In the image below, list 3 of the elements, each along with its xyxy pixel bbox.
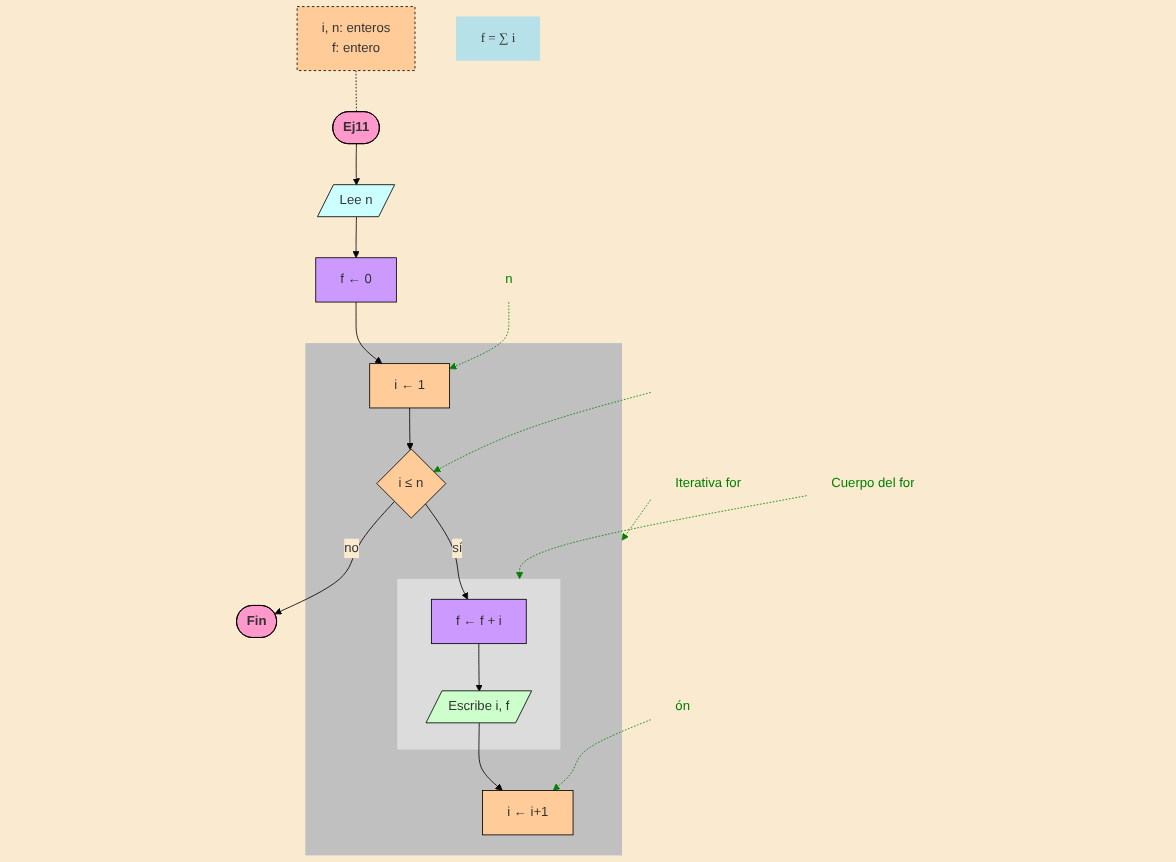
connector [355,70,357,113]
cluster [397,578,561,750]
cluster [305,343,623,856]
